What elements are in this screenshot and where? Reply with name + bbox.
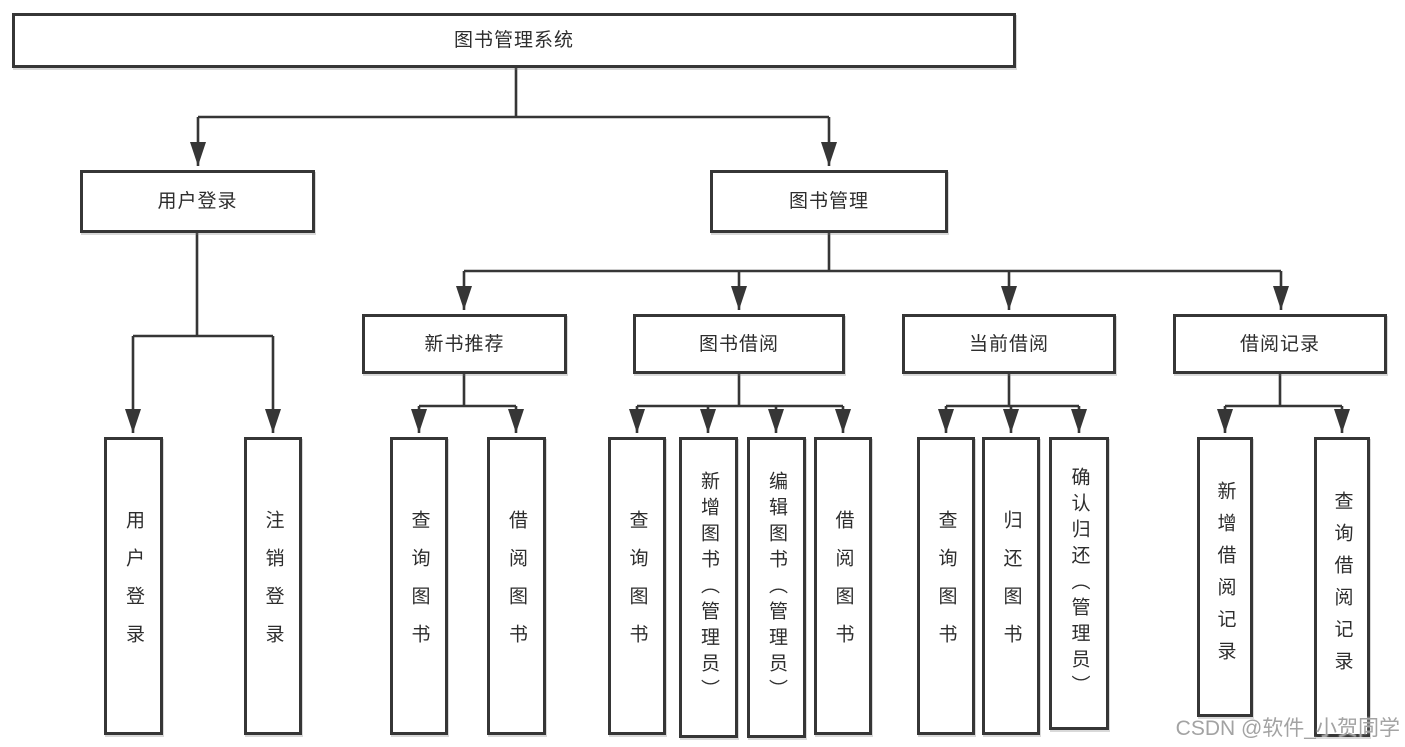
leaf-current-confirm-return: 确认归还（管理员） — [1049, 437, 1109, 730]
leaf-recommend-query-books: 查询图书 — [390, 437, 448, 735]
leaf-user-login: 用户登录 — [104, 437, 163, 735]
connector-book-borrow-to-leaves — [637, 374, 843, 408]
node-borrow-records: 借阅记录 — [1173, 314, 1387, 374]
connector-new-book-recommend-to-leaves — [419, 374, 516, 408]
leaf-records-query-record: 查询借阅记录 — [1314, 437, 1370, 737]
leaf-borrow-add-books: 新增图书（管理员） — [679, 437, 738, 738]
node-current-borrow: 当前借阅 — [902, 314, 1116, 374]
connector-book-management-to-level3 — [464, 233, 1281, 273]
leaf-borrow-edit-books: 编辑图书（管理员） — [747, 437, 806, 738]
connector-current-borrow-to-leaves — [946, 374, 1079, 408]
node-book-borrow: 图书借阅 — [633, 314, 845, 374]
node-user-login: 用户登录 — [80, 170, 315, 233]
node-book-management: 图书管理 — [710, 170, 948, 233]
leaf-current-query-books: 查询图书 — [917, 437, 975, 735]
leaf-records-add-record: 新增借阅记录 — [1197, 437, 1253, 717]
leaf-current-return-books: 归还图书 — [982, 437, 1040, 735]
leaf-recommend-borrow-books: 借阅图书 — [487, 437, 546, 735]
connector-user-login-to-leaves — [133, 233, 273, 338]
watermark: CSDN @软件_小贺同学 — [1175, 717, 1400, 740]
node-new-book-recommend: 新书推荐 — [362, 314, 567, 374]
node-root: 图书管理系统 — [12, 13, 1016, 68]
connector-root-to-level2 — [198, 68, 829, 119]
leaf-borrow-query-books: 查询图书 — [608, 437, 666, 735]
connector-borrow-records-to-leaves — [1225, 374, 1342, 408]
leaf-borrow-borrow-books: 借阅图书 — [814, 437, 872, 735]
leaf-logout: 注销登录 — [244, 437, 302, 735]
